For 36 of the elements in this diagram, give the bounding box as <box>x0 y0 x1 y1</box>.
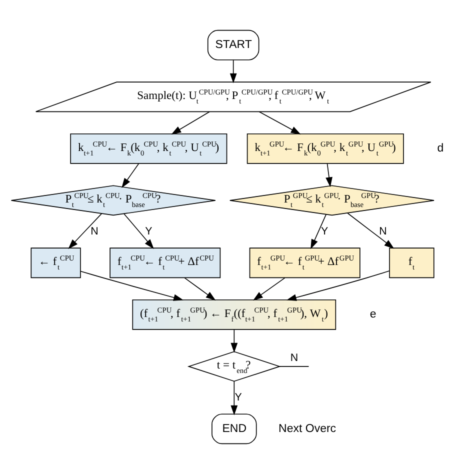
node-box: START <box>207 30 260 60</box>
edge-label: N <box>379 225 387 238</box>
edge-label: Y <box>234 391 242 404</box>
arrow <box>258 111 301 134</box>
connector <box>279 366 310 367</box>
node-box: k$_{t+1}$$^{CPU}$← F$_{k}$(k$_{0}$$^{CPU}$, k$_{t}$$^{CPU}$, U$_{t}$$^{CPU}$) <box>70 133 228 164</box>
arrow <box>253 278 286 300</box>
arrow <box>286 270 390 301</box>
arrow <box>184 278 216 300</box>
node-diamond: P$_{t}$$^{CPU}$≤ k$_{t}$$^{CPU}$· P$_{base}$$^{CPU}$? <box>10 185 216 216</box>
arrow <box>310 214 326 250</box>
arrow <box>347 212 394 249</box>
arrow <box>171 111 210 134</box>
node-box: f$_{t}$ <box>389 248 434 278</box>
node-box: k$_{t+1}$$^{GPU}$← F$_{k}$(k$_{0}$$^{GPU}$, k$_{t}$$^{GPU}$, U$_{t}$$^{GPU}$) <box>246 133 404 164</box>
edge-label: Y <box>145 225 152 238</box>
node-diamond: t = t$_{end}$? <box>187 351 281 382</box>
node-box: f$_{t+1}$$^{CPU}$← f$_{t}$$^{CPU}$+ Δf$^{CPU}$ <box>110 248 221 278</box>
label: Next Overc <box>278 422 336 435</box>
arrow <box>124 213 154 249</box>
edge-label: Y <box>321 225 328 238</box>
arrow <box>122 163 140 188</box>
node-diamond: P$_{t}$$^{GPU}$≤ k$_{t}$$^{GPU}$· P$_{base}$$^{GPU}$? <box>230 185 434 216</box>
edge-label: N <box>290 352 298 364</box>
node-box: (f$_{t+1}$$^{CPU}$, f$_{t+1}$$^{GPU}$) ← F$_{f}$((f$_{t+1}$$^{CPU}$, f$_{t+1}$$^{GPU}$), W$_{t}$) <box>132 299 336 330</box>
arrow <box>230 380 238 416</box>
label: e <box>370 308 376 321</box>
edge-label: N <box>90 225 98 238</box>
arrow <box>80 270 184 301</box>
node-box: f$_{t+1}$$^{GPU}$← f$_{t}$$^{GPU}$+ Δf$^{GPU}$ <box>249 248 360 278</box>
arrow <box>326 163 332 188</box>
label: d <box>437 142 444 155</box>
node-box: END <box>212 414 257 444</box>
arrow <box>68 213 102 249</box>
arrow <box>230 329 238 353</box>
arrow <box>230 60 237 84</box>
